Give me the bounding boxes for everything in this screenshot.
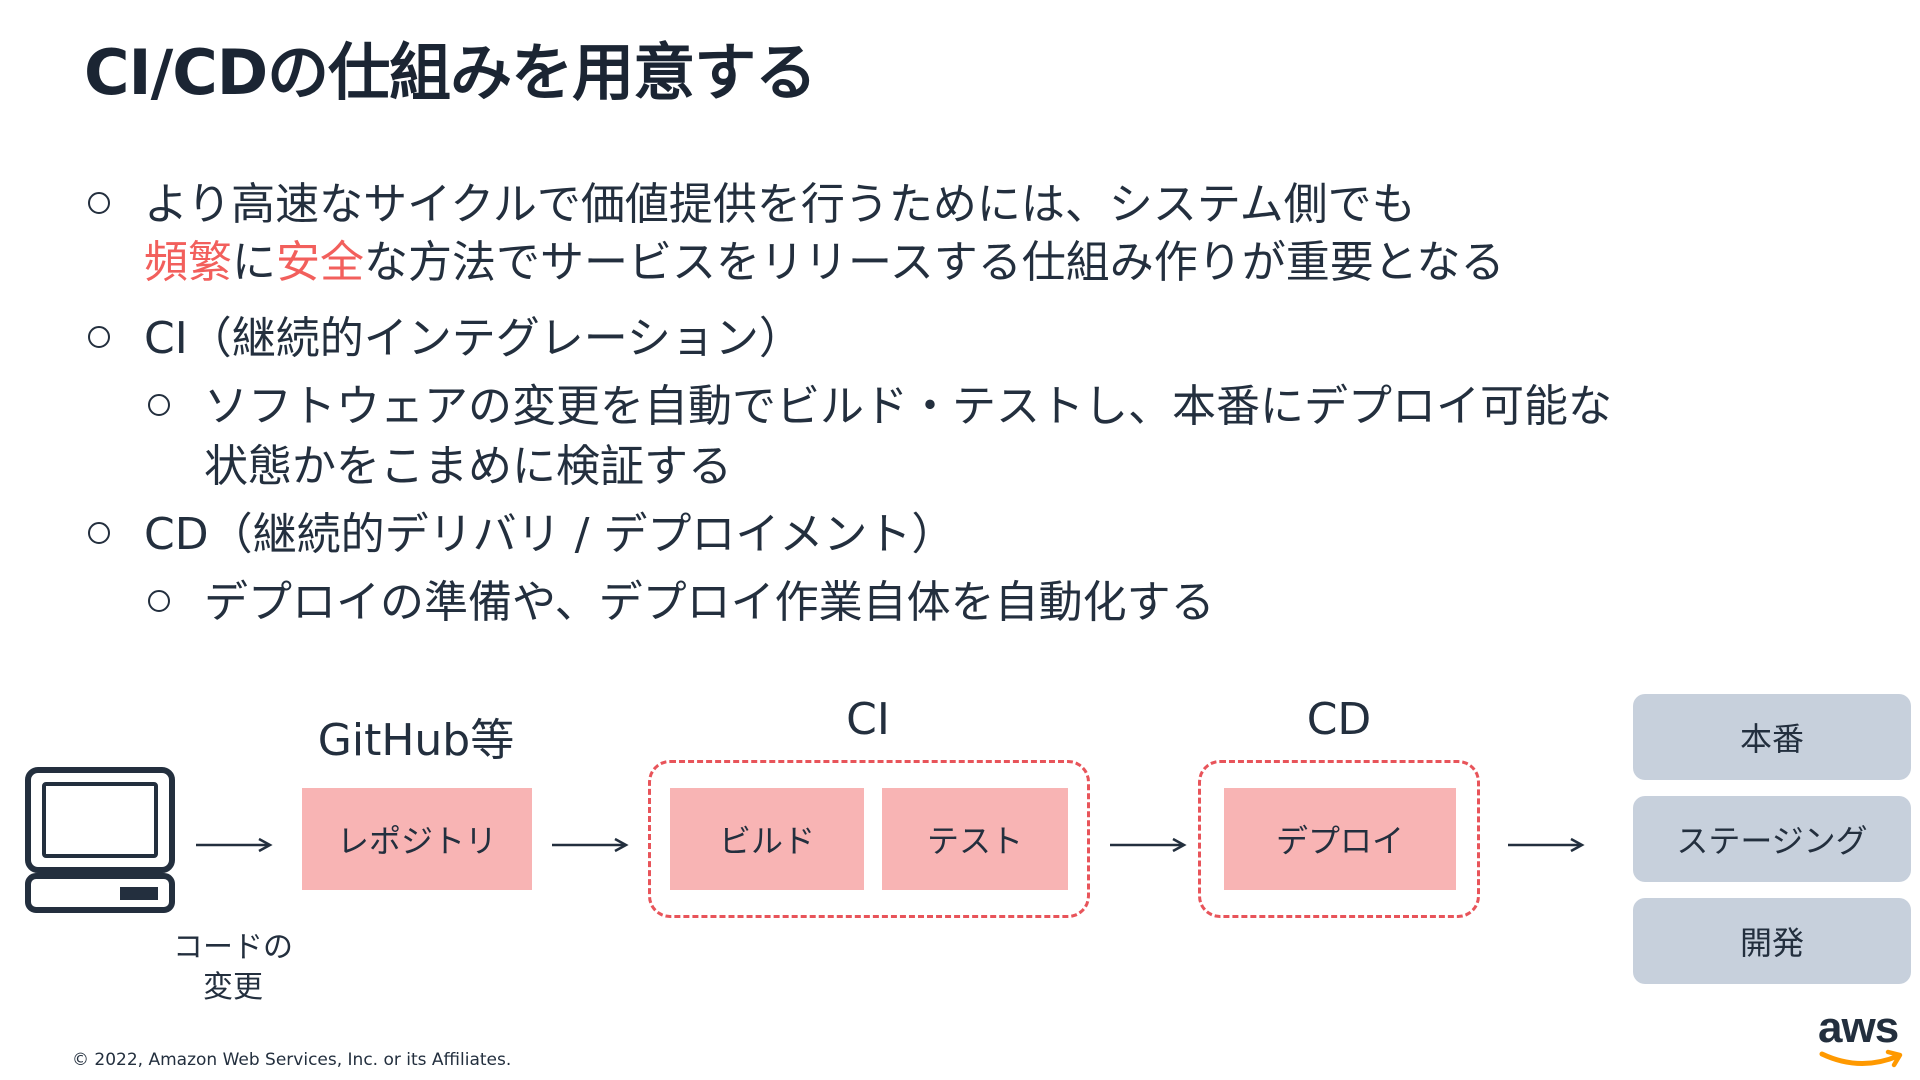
aws-logo-text: aws [1818,1003,1899,1052]
bullet-2-sub-line-1: ソフトウェアの変更を自動でビルド・テストし、本番にデプロイ可能な [204,381,1612,432]
text-fragment: な方法でサービスをリリースする仕組み作りが重要となる [364,237,1505,288]
highlight-safe: 安全 [276,237,364,288]
deploy-box: デプロイ [1224,788,1456,890]
bullet-1-line-2: 頻繁に安全な方法でサービスをリリースする仕組み作りが重要となる [144,226,1504,290]
environment-staging: ステージング [1633,796,1911,882]
bullet-2-ci: CI（継続的インテグレーション） [144,313,803,364]
repository-box: レポジトリ [302,788,532,890]
slide-title: CI/CDの仕組みを用意する [84,36,817,109]
copyright: © 2022, Amazon Web Services, Inc. or its… [72,1050,512,1070]
bullet-2-sub-line-2: 状態かをこまめに検証する [204,441,732,492]
cd-stage-frame [1198,760,1480,918]
highlight-frequent: 頻繁 [144,237,232,288]
aws-smile-icon [1819,1049,1903,1068]
ci-stage-frame [648,760,1090,918]
bullet-marker [88,326,110,348]
sub-bullet-marker [148,590,170,612]
text-fragment: に [232,237,276,288]
build-box: ビルド [670,788,864,890]
bullet-marker [88,522,110,544]
sub-bullet-marker [148,394,170,416]
ci-label: CI [846,694,890,745]
computer-caption: コードの 変更 [150,928,316,1008]
arrow-icon [552,837,629,853]
environment-development: 開発 [1633,898,1911,984]
bullet-3-sub-line-1: デプロイの準備や、デプロイ作業自体を自動化する [204,577,1215,628]
bullet-marker [88,192,110,214]
arrow-icon [1110,837,1187,853]
arrow-icon [196,837,273,853]
bullet-3-cd: CD（継続的デリバリ / デプロイメント） [144,509,956,560]
computer-icon [25,767,175,913]
arrow-icon [1508,837,1585,853]
aws-logo: aws [1818,1006,1908,1074]
caption-line-1: コードの [173,930,293,965]
bullet-1-line-1: より高速なサイクルで価値提供を行うためには、システム側でも [144,179,1416,230]
test-box: テスト [882,788,1068,890]
environment-production: 本番 [1633,694,1911,780]
cd-label: CD [1306,694,1372,745]
github-label: GitHub等 [317,715,515,766]
caption-line-2: 変更 [203,970,263,1005]
